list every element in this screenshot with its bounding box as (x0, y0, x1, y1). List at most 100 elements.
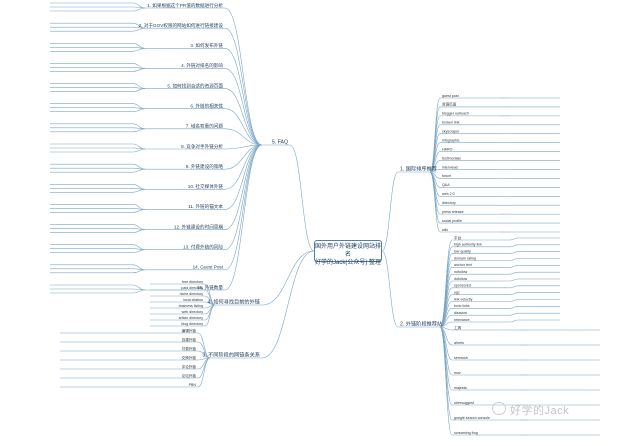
central-topic[interactable]: 国外用户外链建设网站排名 好学的Jack(公众号) 整理 (314, 240, 382, 266)
platform-item[interactable]: high authority link (454, 243, 482, 247)
platform-item[interactable]: 平台 (454, 235, 462, 240)
connector (224, 144, 263, 190)
faq-question[interactable]: 1. 如果根据这个PR值的数据进行分析 (147, 2, 223, 9)
faq-question[interactable]: 7. 域名权重的问题 (186, 123, 224, 130)
directory-item[interactable]: niche directory (180, 292, 204, 296)
tool-item[interactable]: moz (454, 371, 461, 375)
link-type-item[interactable]: 付费外链 (182, 346, 197, 351)
site-type-item[interactable]: HARO (442, 147, 453, 151)
branch-site_ranking[interactable]: 1. 国际排序推荐 (400, 165, 437, 173)
faq-question[interactable]: 10. 社交媒体外链 (188, 183, 224, 190)
branch-link_types[interactable]: 3. 不同阶段的网链条关系 (202, 351, 260, 359)
directory-item[interactable]: article directory (179, 316, 204, 320)
connector (261, 250, 315, 359)
site-type-item[interactable]: directory (442, 201, 456, 205)
site-type-item[interactable]: social profile (442, 219, 462, 223)
connector (224, 108, 263, 146)
connector (439, 326, 453, 331)
faq-question[interactable]: 6. 外链的相关性 (190, 103, 223, 110)
connector (381, 171, 399, 252)
platform-item[interactable]: dofollow (454, 277, 468, 281)
site-type-item[interactable]: web 2.0 (442, 192, 455, 196)
connector (224, 128, 263, 146)
connector (132, 108, 146, 113)
connector (509, 299, 519, 302)
platform-item[interactable]: anchor text (454, 263, 472, 267)
faq-question[interactable]: 14. Guest Post (193, 265, 224, 270)
tool-item[interactable]: majestic (454, 386, 467, 390)
link-type-item[interactable]: 评论外链 (182, 364, 197, 369)
connector (509, 278, 519, 282)
connector (439, 326, 453, 406)
connector (381, 250, 399, 328)
platform-item[interactable]: domain rating (454, 256, 476, 260)
directory-item[interactable]: blog directory (181, 322, 203, 326)
platform-item[interactable]: toxic links (454, 304, 470, 308)
link-type-item[interactable]: 编辑外链 (182, 328, 197, 333)
tool-item[interactable]: semrush (454, 356, 468, 360)
faq-question[interactable]: 2. 对于GOV权限的网站如何进行链接建设 (139, 22, 224, 29)
platform-item[interactable]: low quality (454, 249, 471, 253)
faq-question[interactable]: 12. 外链建设的时间周期 (174, 223, 223, 230)
faq-question[interactable]: 4. 外链对排名的影响 (181, 62, 223, 69)
faq-question[interactable]: 3. 如何发布外链 (190, 42, 223, 49)
connector (509, 265, 519, 268)
directory-item[interactable]: local citation (183, 298, 203, 302)
connector (224, 27, 263, 146)
connector (197, 357, 211, 379)
connector (509, 285, 519, 289)
faq-question[interactable]: 15. 外链数量 (197, 284, 223, 291)
link-type-item[interactable]: 论坛外链 (182, 373, 197, 378)
branch-faq[interactable]: 5. FAQ (272, 140, 288, 146)
directory-item[interactable]: paid directory (181, 286, 203, 290)
connector (224, 88, 263, 146)
site-type-item[interactable]: press release (442, 210, 464, 214)
connector (509, 244, 519, 248)
faq-question[interactable]: 5. 如何找到合适的资源页面 (167, 82, 223, 89)
site-type-item[interactable]: skyscraper (442, 130, 460, 134)
tool-item[interactable]: 工具 (454, 325, 462, 330)
site-type-item[interactable]: forum (442, 174, 451, 178)
branch-top_sites[interactable]: 2. 外链阶段推荐站 (400, 320, 442, 328)
connector (132, 209, 146, 213)
faq-question[interactable]: 9. 外链建设的策略 (186, 163, 224, 170)
connector (132, 27, 146, 32)
faq-question[interactable]: 8. 竞争对手外链分析 (181, 143, 223, 150)
watermark-text: 好学的Jack (510, 405, 570, 417)
directory-item[interactable]: free directory (182, 280, 203, 284)
site-type-item[interactable]: guest post (442, 94, 459, 98)
tool-item[interactable]: ubersuggest (454, 401, 474, 405)
faq-question[interactable]: 11. 外链的锚文本 (188, 203, 223, 210)
platform-item[interactable]: ugc (454, 290, 460, 294)
connector (509, 271, 519, 275)
site-type-item[interactable]: infographic (442, 138, 460, 142)
platform-item[interactable]: nofollow (454, 270, 468, 274)
link-type-item[interactable]: 自建外链 (182, 337, 197, 342)
platform-item[interactable]: link velocity (454, 297, 473, 301)
wechat-logo-icon (492, 402, 506, 415)
site-type-item[interactable]: testimonials (442, 156, 461, 160)
connector (224, 47, 263, 146)
connector (224, 144, 263, 251)
platform-item[interactable]: relevance (454, 318, 470, 322)
site-type-item[interactable]: 资源页面 (442, 102, 457, 107)
directory-item[interactable]: business listing (179, 304, 203, 308)
branch-directory[interactable]: 4. 如何寻找目前的外链 (208, 298, 261, 306)
platform-item[interactable]: sponsored (454, 284, 471, 288)
site-type-item[interactable]: blogger outreach (442, 112, 469, 116)
faq-question[interactable]: 13. 付费外链的风险 (183, 244, 223, 251)
site-type-item[interactable]: broken link (442, 121, 460, 125)
tool-item[interactable]: screaming frog (454, 431, 478, 435)
platform-item[interactable]: disavow (454, 311, 467, 315)
site-type-item[interactable]: Q&A (442, 183, 450, 187)
link-type-item[interactable]: 交换外链 (182, 355, 197, 360)
site-type-item[interactable]: interviews (442, 165, 458, 169)
directory-item[interactable]: web directory (182, 310, 204, 314)
tool-item[interactable]: google search console (454, 416, 490, 420)
connector (224, 7, 263, 146)
site-type-item[interactable]: wiki (442, 228, 448, 232)
tool-item[interactable]: ahrefs (454, 341, 464, 345)
link-type-item[interactable]: PBN (189, 383, 197, 387)
